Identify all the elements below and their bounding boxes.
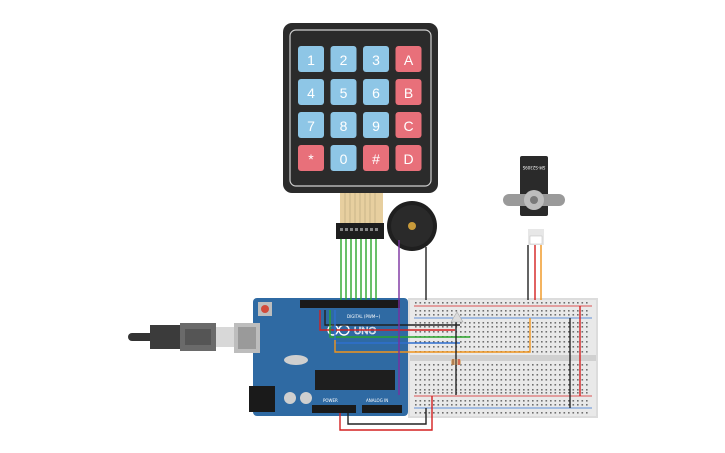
keypad-key-label: 2 (340, 52, 348, 68)
uno-logo-text: UNO (354, 326, 376, 337)
keypad-key-4[interactable] (298, 79, 324, 105)
keypad-key-label: C (403, 118, 413, 134)
keypad-key-label: 9 (372, 118, 380, 134)
keypad-key-1[interactable] (298, 46, 324, 72)
micro-servo[interactable]: SM-S2309S (503, 156, 565, 245)
keypad-key-star[interactable] (298, 145, 324, 171)
keypad-key-3[interactable] (363, 46, 389, 72)
keypad-key-label: 0 (340, 151, 348, 167)
wires[interactable] (319, 239, 581, 431)
keypad-ribbon-connector (336, 193, 384, 239)
keypad[interactable]: 1 2 3 A 4 5 6 B 7 8 9 C * 0 # D (283, 23, 438, 193)
keypad-key-A[interactable] (395, 46, 422, 72)
usb-cable (128, 323, 236, 351)
rgb-led[interactable] (450, 311, 464, 323)
resistor[interactable] (451, 359, 461, 365)
keypad-key-label: # (372, 151, 380, 167)
digital-pins-label: DIGITAL (PWM~) (347, 314, 381, 319)
keypad-key-6[interactable] (363, 79, 389, 105)
keypad-key-D[interactable] (395, 145, 422, 171)
keypad-key-5[interactable] (330, 79, 357, 105)
keypad-key-label: 7 (307, 118, 315, 134)
keypad-key-label: 3 (372, 52, 380, 68)
piezo-buzzer[interactable] (387, 201, 437, 251)
keypad-key-8[interactable] (330, 112, 357, 138)
keypad-key-label: * (308, 151, 314, 167)
arduino-uno[interactable]: UNO DIGITAL (PWM~) POWER ANALOG IN (234, 298, 408, 416)
keypad-key-hash[interactable] (363, 145, 389, 171)
servo-label: SM-S2309S (522, 165, 545, 170)
keypad-key-label: 1 (307, 52, 315, 68)
keypad-key-9[interactable] (363, 112, 389, 138)
keypad-key-label: 8 (340, 118, 348, 134)
keypad-key-label: D (403, 151, 413, 167)
keypad-key-label: 6 (372, 85, 380, 101)
keypad-key-label: 4 (307, 85, 315, 101)
keypad-key-label: B (404, 85, 413, 101)
keypad-key-C[interactable] (395, 112, 422, 138)
keypad-key-B[interactable] (395, 79, 422, 105)
keypad-key-7[interactable] (298, 112, 324, 138)
power-label: POWER (323, 398, 338, 403)
keypad-key-label: 5 (340, 85, 348, 101)
analog-label: ANALOG IN (366, 398, 388, 403)
keypad-key-0[interactable] (330, 145, 357, 171)
keypad-key-2[interactable] (330, 46, 357, 72)
keypad-key-label: A (404, 52, 414, 68)
